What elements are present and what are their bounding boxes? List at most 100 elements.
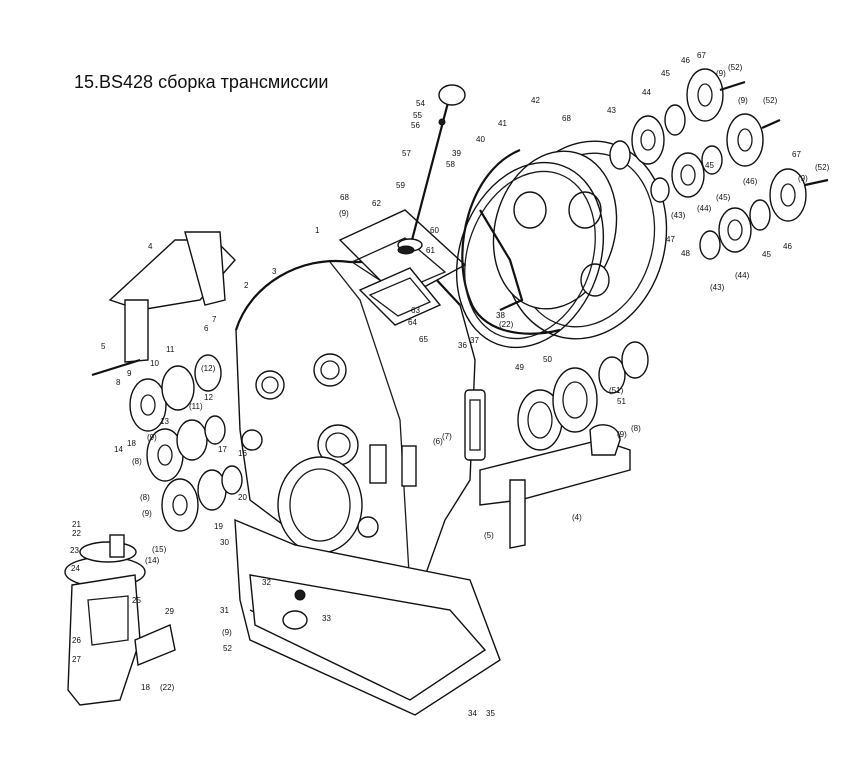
part-label: (9) [716, 69, 726, 78]
part-label: 65 [419, 335, 428, 344]
part-label: 45 [762, 250, 771, 259]
part-label: 55 [413, 111, 422, 120]
part-label: 31 [220, 606, 229, 615]
part-label: 61 [426, 246, 435, 255]
part-label: 16 [238, 449, 247, 458]
part-label: (43) [671, 211, 686, 220]
gasket-ring [455, 161, 605, 349]
filler-breather [397, 84, 466, 255]
part-label: 48 [681, 249, 690, 258]
part-label: 54 [416, 99, 425, 108]
part-label: (8) [132, 457, 142, 466]
part-label: 3 [272, 267, 277, 276]
part-label: 60 [430, 226, 439, 235]
part-label: 43 [607, 106, 616, 115]
pto-shaft-assembly [64, 534, 176, 706]
part-label: (9) [738, 96, 748, 105]
part-label: 49 [515, 363, 524, 372]
part-label: 13 [160, 417, 169, 426]
part-label: 32 [262, 578, 271, 587]
part-label: 62 [372, 199, 381, 208]
part-label: 18 [141, 683, 150, 692]
part-label: 36 [458, 341, 467, 350]
part-label: 63 [411, 306, 420, 315]
part-label: 34 [468, 709, 477, 718]
part-label: 45 [705, 161, 714, 170]
part-label: (9) [798, 174, 808, 183]
part-label: 47 [666, 235, 675, 244]
part-label: 58 [446, 160, 455, 169]
part-label: 38 [496, 311, 505, 320]
part-label: 52 [223, 644, 232, 653]
part-label: (46) [743, 177, 758, 186]
output-flange-lower [699, 168, 829, 260]
part-label: 37 [470, 336, 479, 345]
part-label: (22) [160, 683, 175, 692]
shift-lever [479, 209, 524, 312]
part-label: (45) [716, 193, 731, 202]
part-label: 5 [101, 342, 106, 351]
part-label: 59 [396, 181, 405, 190]
part-label: (12) [201, 364, 216, 373]
top-cover [338, 209, 467, 326]
part-label: (9) [222, 628, 232, 637]
part-label: 67 [697, 51, 706, 60]
part-label: (11) [189, 402, 203, 411]
left-cover-stack [129, 354, 243, 532]
part-label: (43) [710, 283, 725, 292]
part-label: (8) [631, 424, 641, 433]
main-housing [234, 259, 476, 601]
right-bracket [479, 341, 649, 549]
part-label: 33 [322, 614, 331, 623]
part-label: 68 [340, 193, 349, 202]
part-label: 45 [661, 69, 670, 78]
part-label: 41 [498, 119, 507, 128]
part-label: (6) [433, 437, 443, 446]
right-side-plate [464, 389, 486, 461]
part-label: 11 [166, 345, 175, 354]
output-flange-middle [650, 113, 781, 203]
part-label: 29 [165, 607, 174, 616]
part-label: 19 [214, 522, 223, 531]
part-label: 51 [617, 397, 626, 406]
part-label: (14) [145, 556, 160, 565]
part-label: (22) [499, 320, 514, 329]
part-label: (5) [484, 531, 494, 540]
part-label: (44) [735, 271, 750, 280]
part-label: (15) [152, 545, 167, 554]
part-label: (52) [728, 63, 743, 72]
part-label: 30 [220, 538, 229, 547]
oil-pan [234, 518, 501, 716]
part-label: 10 [150, 359, 159, 368]
part-label: 27 [72, 655, 81, 664]
part-label: 24 [71, 564, 80, 573]
part-label: 4 [148, 242, 153, 251]
part-label: 22 [72, 529, 81, 538]
part-label: 12 [204, 393, 213, 402]
part-label: 25 [132, 596, 141, 605]
part-label: 50 [543, 355, 552, 364]
part-label: 64 [408, 318, 417, 327]
part-label: (52) [763, 96, 778, 105]
part-label: 8 [116, 378, 121, 387]
part-label: (4) [572, 513, 582, 522]
part-label: 1 [315, 226, 320, 235]
part-label: 18 [127, 439, 136, 448]
part-label: 40 [476, 135, 485, 144]
part-label: (9) [617, 430, 627, 439]
part-label: (44) [697, 204, 712, 213]
part-label: (7) [442, 432, 452, 441]
part-label: 46 [783, 242, 792, 251]
part-label: 14 [114, 445, 123, 454]
output-flange-upper [609, 68, 746, 170]
part-label: (9) [147, 433, 157, 442]
part-label: (9) [142, 509, 152, 518]
part-label: 23 [70, 546, 79, 555]
part-label: 9 [127, 369, 132, 378]
part-label: (51) [609, 386, 624, 395]
part-label: 6 [204, 324, 209, 333]
part-label: 57 [402, 149, 411, 158]
bell-housing [461, 140, 668, 340]
